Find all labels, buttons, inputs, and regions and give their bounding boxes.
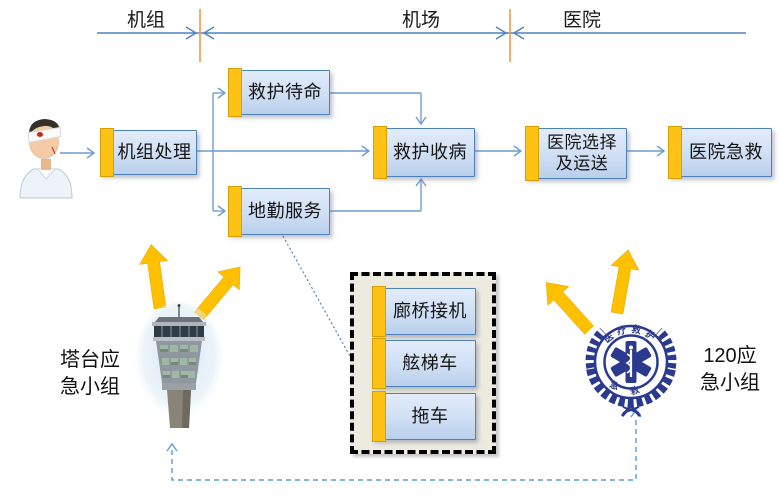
accent-bar	[524, 126, 539, 181]
accent-bar	[372, 126, 387, 179]
lane-label-hospital: 医院	[562, 10, 601, 31]
medical-up-left-arrow-icon	[545, 282, 594, 335]
box-hospital-selection: 医院选择 及运送	[524, 126, 627, 181]
box-ground-service: 地勤服务	[227, 186, 330, 237]
accent-bar	[371, 338, 386, 389]
lane-label-airport: 机场	[401, 10, 440, 31]
medical-up-arrow-icon	[610, 249, 640, 315]
tower-team-label: 塔台应 急小组	[60, 349, 120, 398]
injured-passenger-icon	[19, 119, 73, 199]
medical-team-label: 120应 急小组	[700, 345, 760, 394]
box-bridge-docking: 廊桥接机	[371, 286, 476, 337]
box-label: 廊桥接机	[393, 300, 467, 321]
tower-up-arrow-icon	[139, 244, 169, 310]
medical-rescue-logo: 医疗救护 急救	[585, 323, 677, 418]
lane-label-crew: 机组	[126, 10, 165, 31]
box-ambulance-standby: 救护待命	[227, 68, 330, 117]
accent-bar	[371, 391, 386, 442]
box-ambulance-pickup: 救护收病	[372, 126, 475, 179]
box-label: 救护待命	[248, 81, 322, 102]
control-tower-icon	[135, 302, 223, 428]
box-label: 拖车	[411, 405, 449, 426]
accent-bar	[99, 128, 114, 177]
accent-bar	[227, 186, 242, 237]
box-tow-truck: 拖车	[371, 391, 476, 442]
box-label: 地勤服务	[248, 200, 322, 221]
accent-bar	[667, 126, 682, 179]
box-label: 医院急救	[689, 141, 763, 162]
flow-connectors	[60, 87, 666, 217]
box-crew-handling: 机组处理	[99, 128, 197, 177]
box-label: 救护收病	[393, 141, 467, 162]
box-hospital-emergency: 医院急救	[667, 126, 772, 179]
scale-arrowheads	[185, 26, 525, 40]
box-stair-truck: 舷梯车	[371, 338, 476, 389]
dotted-link-ground-service-group	[282, 235, 352, 359]
box-label: 舷梯车	[402, 352, 458, 373]
box-label: 机组处理	[117, 141, 192, 162]
accent-bar	[227, 68, 242, 117]
box-label: 医院选择 及运送	[547, 133, 617, 173]
accent-bar	[371, 286, 386, 337]
tower-up-right-arrow-icon	[193, 266, 241, 321]
star-of-life-icon	[610, 341, 652, 383]
